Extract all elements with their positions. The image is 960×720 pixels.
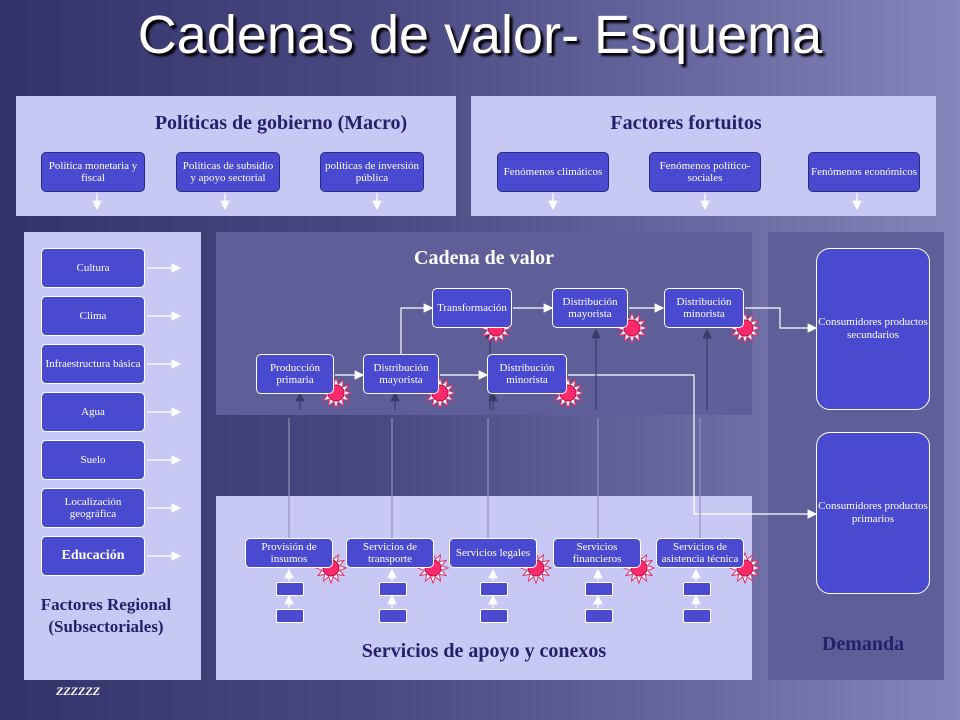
servicios-title: Servicios de apoyo y conexos	[361, 640, 607, 662]
sub-box	[379, 609, 407, 623]
macro-title: Políticas de gobierno (Macro)	[154, 112, 408, 134]
box-cultura: Cultura	[41, 248, 145, 288]
footer-text: ZZZZZZ	[56, 684, 100, 698]
regional-title: Factores Regional (Subsectoriales)	[40, 595, 172, 636]
box-suelo: Suelo	[41, 440, 145, 480]
box-servicios-transporte: Servicios de transporte	[346, 538, 434, 568]
box-localizacion: Localización geográfica	[41, 488, 145, 528]
box-fenomenos-economicos: Fenómenos económicos	[808, 152, 920, 192]
sub-box	[379, 582, 407, 596]
box-distribucion-mayorista-bottom: Distribución mayorista	[363, 354, 439, 394]
fortuitos-title: Factores fortuitos	[610, 112, 762, 134]
page-title: Cadenas de valor- Esquema	[137, 5, 823, 65]
demanda-title: Demanda	[821, 633, 905, 655]
sub-box	[276, 609, 304, 623]
box-servicios-legales: Servicios legales	[449, 538, 537, 568]
box-distribucion-minorista-bottom: Distribución minorista	[487, 354, 567, 394]
sub-box	[480, 609, 508, 623]
box-distribucion-minorista-top: Distribución minorista	[664, 288, 744, 328]
box-transformacion: Transformación	[432, 288, 512, 328]
box-politicas-subsidio: Políticas de subsidio y apoyo sectorial	[176, 152, 280, 192]
box-consumidores-secundarios: Consumidores productos secundarios	[816, 248, 930, 410]
box-fenomenos-politico-sociales: Fenómenos político-sociales	[649, 152, 761, 192]
box-educacion: Educación	[41, 536, 145, 576]
box-agua: Agua	[41, 392, 145, 432]
box-fenomenos-climaticos: Fenómenos climáticos	[497, 152, 609, 192]
box-provision-insumos: Provisión de insumos	[245, 538, 333, 568]
box-politica-monetaria: Política monetaria y fiscal	[41, 152, 145, 192]
box-asistencia-tecnica: Servicios de asistencia técnica	[656, 538, 744, 568]
sub-box	[683, 582, 711, 596]
cadena-title: Cadena de valor	[414, 247, 554, 269]
box-infraestructura: Infraestructura básica	[41, 344, 145, 384]
sub-box	[276, 582, 304, 596]
sub-box	[585, 609, 613, 623]
box-distribucion-mayorista-top: Distribución mayorista	[552, 288, 628, 328]
box-consumidores-primarios: Consumidores productos primarios	[816, 432, 930, 594]
box-inversion-publica: políticas de inversión pública	[320, 152, 424, 192]
box-clima: Clima	[41, 296, 145, 336]
box-servicios-financieros: Servicios financieros	[553, 538, 641, 568]
sub-box	[683, 609, 711, 623]
box-produccion-primaria: Producción primaria	[256, 354, 334, 394]
sub-box	[585, 582, 613, 596]
sub-box	[480, 582, 508, 596]
burst-core	[623, 319, 641, 337]
